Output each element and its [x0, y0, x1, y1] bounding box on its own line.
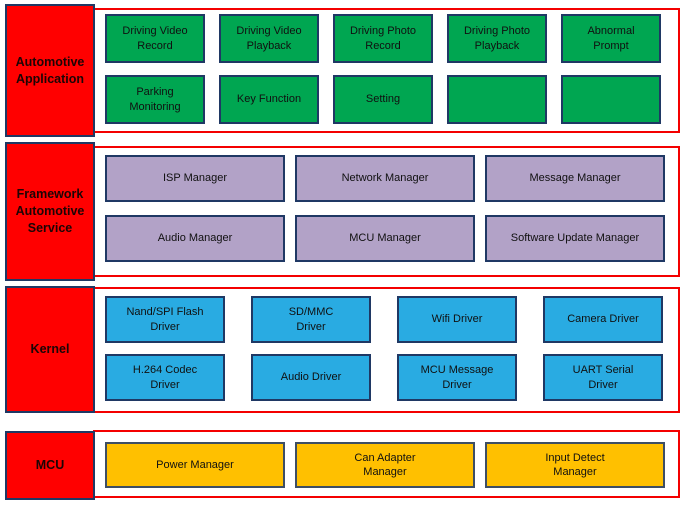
box-software-update-manager: Software Update Manager [485, 215, 665, 262]
box-can-adapter-manager: Can Adapter Manager [295, 442, 475, 488]
box-input-detect-manager: Input Detect Manager [485, 442, 665, 488]
box-empty-2 [561, 75, 661, 124]
box-h264-codec-driver: H.264 Codec Driver [105, 354, 225, 401]
box-mcu-message-driver: MCU Message Driver [397, 354, 517, 401]
layer-content-mcu: Power Manager Can Adapter Manager Input … [105, 442, 665, 488]
box-wifi-driver: Wifi Driver [397, 296, 517, 343]
layer-label-automotive-application: Automotive Application [5, 4, 95, 137]
box-sd-mmc-driver: SD/MMC Driver [251, 296, 371, 343]
box-key-function: Key Function [219, 75, 319, 124]
box-nand-spi-flash-driver: Nand/SPI Flash Driver [105, 296, 225, 343]
box-setting: Setting [333, 75, 433, 124]
box-driving-video-playback: Driving Video Playback [219, 14, 319, 63]
layer-content-framework-automotive-service: ISP Manager Network Manager Message Mana… [105, 155, 665, 262]
box-driving-photo-record: Driving Photo Record [333, 14, 433, 63]
box-message-manager: Message Manager [485, 155, 665, 202]
box-driving-photo-playback: Driving Photo Playback [447, 14, 547, 63]
box-audio-driver: Audio Driver [251, 354, 371, 401]
box-isp-manager: ISP Manager [105, 155, 285, 202]
layer-content-automotive-application: Driving Video Record Driving Video Playb… [105, 14, 661, 124]
layer-label-kernel: Kernel [5, 286, 95, 413]
box-driving-video-record: Driving Video Record [105, 14, 205, 63]
box-audio-manager: Audio Manager [105, 215, 285, 262]
layer-label-framework-automotive-service: Framework Automotive Service [5, 142, 95, 281]
box-parking-monitoring: Parking Monitoring [105, 75, 205, 124]
layer-label-mcu: MCU [5, 431, 95, 500]
box-empty-1 [447, 75, 547, 124]
box-power-manager: Power Manager [105, 442, 285, 488]
layer-content-kernel: Nand/SPI Flash Driver SD/MMC Driver Wifi… [105, 296, 663, 401]
box-abnormal-prompt: Abnormal Prompt [561, 14, 661, 63]
box-network-manager: Network Manager [295, 155, 475, 202]
box-uart-serial-driver: UART Serial Driver [543, 354, 663, 401]
box-mcu-manager: MCU Manager [295, 215, 475, 262]
box-camera-driver: Camera Driver [543, 296, 663, 343]
